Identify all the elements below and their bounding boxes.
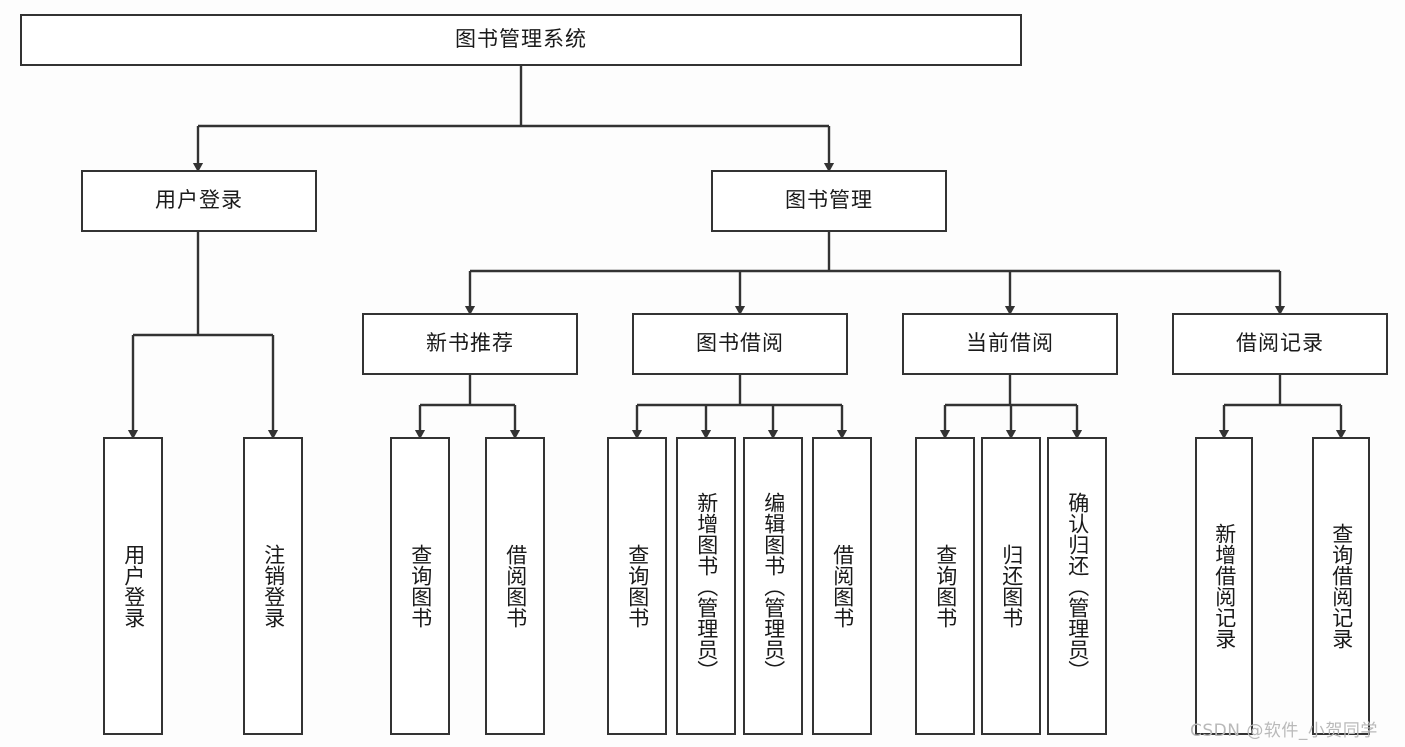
node-borrow-record[interactable]: 借阅记录 [1172, 313, 1388, 375]
node-current-borrow[interactable]: 当前借阅 [902, 313, 1118, 375]
leaf-book-borrow-4[interactable]: 借阅图书 [812, 437, 872, 735]
leaf-book-borrow-1-label: 查询图书 [625, 544, 650, 628]
node-new-book-recommend[interactable]: 新书推荐 [362, 313, 578, 375]
node-user-login[interactable]: 用户登录 [81, 170, 317, 232]
leaf-book-borrow-3[interactable]: 编辑图书（管理员） [743, 437, 803, 735]
leaf-user-login-1[interactable]: 用户登录 [103, 437, 163, 735]
leaf-borrow-record-2[interactable]: 查询借阅记录 [1312, 437, 1370, 735]
leaf-new-book-2-label: 借阅图书 [503, 544, 528, 628]
leaf-current-borrow-3[interactable]: 确认归还（管理员） [1047, 437, 1107, 735]
node-current-borrow-label: 当前借阅 [966, 331, 1054, 356]
node-book-manage-label: 图书管理 [785, 188, 873, 213]
node-user-login-label: 用户登录 [155, 188, 243, 213]
leaf-borrow-record-1-label: 新增借阅记录 [1212, 523, 1237, 649]
leaf-new-book-1-label: 查询图书 [408, 544, 433, 628]
leaf-current-borrow-1[interactable]: 查询图书 [915, 437, 975, 735]
node-new-book-recommend-label: 新书推荐 [426, 331, 514, 356]
leaf-current-borrow-3-label: 确认归还（管理员） [1065, 491, 1090, 681]
node-book-manage[interactable]: 图书管理 [711, 170, 947, 232]
leaf-user-login-1-label: 用户登录 [121, 544, 146, 628]
leaf-user-login-2[interactable]: 注销登录 [243, 437, 303, 735]
node-book-borrow-label: 图书借阅 [696, 331, 784, 356]
leaf-new-book-1[interactable]: 查询图书 [390, 437, 450, 735]
csdn-watermark: CSDN @软件_小贺同学 [1190, 721, 1378, 741]
leaf-book-borrow-2[interactable]: 新增图书（管理员） [676, 437, 736, 735]
leaf-current-borrow-2-label: 归还图书 [999, 544, 1024, 628]
leaf-borrow-record-1[interactable]: 新增借阅记录 [1195, 437, 1253, 735]
leaf-new-book-2[interactable]: 借阅图书 [485, 437, 545, 735]
leaf-borrow-record-2-label: 查询借阅记录 [1329, 523, 1354, 649]
leaf-current-borrow-1-label: 查询图书 [933, 544, 958, 628]
leaf-book-borrow-1[interactable]: 查询图书 [607, 437, 667, 735]
leaf-book-borrow-2-label: 新增图书（管理员） [694, 491, 719, 681]
node-borrow-record-label: 借阅记录 [1236, 331, 1324, 356]
leaf-book-borrow-4-label: 借阅图书 [830, 544, 855, 628]
node-book-borrow[interactable]: 图书借阅 [632, 313, 848, 375]
leaf-user-login-2-label: 注销登录 [261, 544, 286, 628]
leaf-current-borrow-2[interactable]: 归还图书 [981, 437, 1041, 735]
leaf-book-borrow-3-label: 编辑图书（管理员） [761, 491, 786, 681]
node-root-label: 图书管理系统 [455, 27, 587, 52]
node-root[interactable]: 图书管理系统 [20, 14, 1022, 66]
